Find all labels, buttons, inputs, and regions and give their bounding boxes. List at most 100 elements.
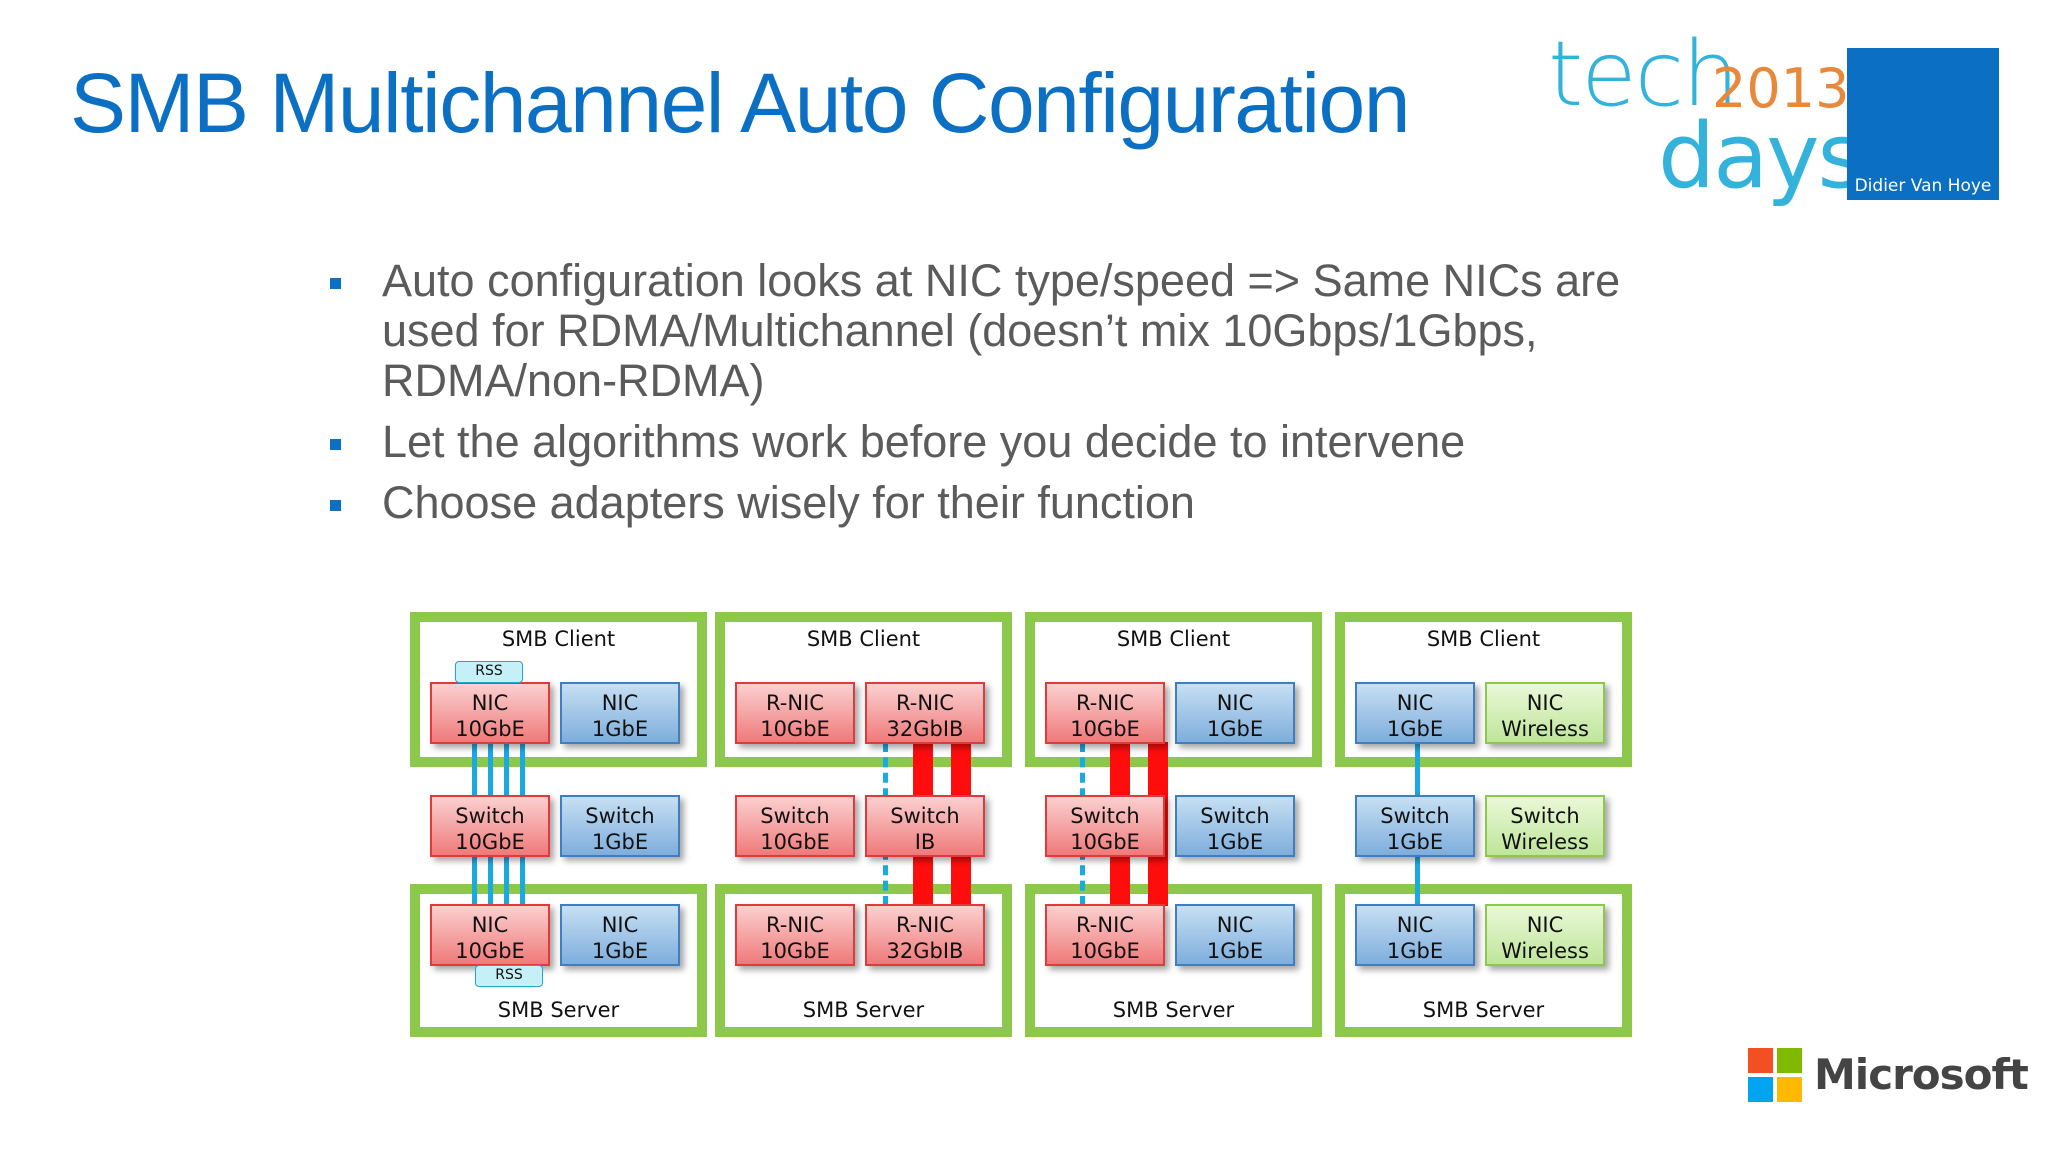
server-nic-left-line: R-NIC — [766, 913, 824, 937]
server-nic-right-line: NIC — [1216, 913, 1254, 937]
client-nic-left-line: R-NIC — [1076, 691, 1134, 715]
logo-tech-text: tech — [1548, 22, 1739, 127]
switch-right-line: Switch — [1510, 804, 1580, 828]
switch-right-line: IB — [914, 830, 936, 854]
server-nic-left-line: R-NIC — [1076, 913, 1134, 937]
client-nic-right-line: 32GbIB — [886, 717, 964, 741]
server-nic-left-line: 1GbE — [1386, 939, 1444, 963]
switch-left-line: 10GbE — [455, 830, 525, 854]
client-nic-right-line: 1GbE — [591, 717, 649, 741]
server-nic-right-line: 32GbIB — [886, 939, 964, 963]
server-nic-left-line: 10GbE — [1070, 939, 1140, 963]
bullet-text: Let the algorithms work before you decid… — [382, 416, 1466, 467]
server-nic-left-line: 10GbE — [455, 939, 525, 963]
client-label: SMB Client — [806, 627, 921, 651]
client-nic-right-line: NIC — [601, 691, 639, 715]
client-nic-right-line: NIC — [1526, 691, 1564, 715]
server-nic-right-line: 1GbE — [591, 939, 649, 963]
server-label: SMB Server — [497, 998, 620, 1022]
switch-left-line: Switch — [1380, 804, 1450, 828]
switch-left-line: 10GbE — [1070, 830, 1140, 854]
bullet-text: Auto configuration looks at NIC type/spe… — [382, 255, 1621, 406]
server-nic-left-line: 10GbE — [760, 939, 830, 963]
client-label: SMB Client — [1426, 627, 1541, 651]
client-nic-left-line: NIC — [471, 691, 509, 715]
switch-left-line: Switch — [1070, 804, 1140, 828]
slide-title: SMB Multichannel Auto Configuration — [70, 56, 1410, 150]
switch-right-line: 1GbE — [1206, 830, 1264, 854]
client-nic-right-line: 1GbE — [1206, 717, 1264, 741]
logo-author: Didier Van Hoye — [1854, 176, 1992, 196]
client-nic-left-line: 1GbE — [1386, 717, 1444, 741]
client-nic-left-line: R-NIC — [766, 691, 824, 715]
switch-left-line: 1GbE — [1386, 830, 1444, 854]
bullet-list: Auto configuration looks at NIC type/spe… — [322, 256, 1722, 539]
bullet-square-icon — [330, 278, 341, 289]
client-nic-left-line: NIC — [1396, 691, 1434, 715]
client-nic-left-line: 10GbE — [455, 717, 525, 741]
logo-author-box: Didier Van Hoye — [1847, 48, 1999, 200]
server-nic-right-line: R-NIC — [896, 913, 954, 937]
client-nic-left-line: 10GbE — [760, 717, 830, 741]
server-nic-right-line: NIC — [601, 913, 639, 937]
client-label: SMB Client — [501, 627, 616, 651]
switch-right-line: Switch — [890, 804, 960, 828]
rss-badge: RSS — [475, 965, 543, 987]
server-nic-right-line: 1GbE — [1206, 939, 1264, 963]
switch-left-line: 10GbE — [760, 830, 830, 854]
bullet-square-icon — [330, 439, 341, 450]
client-label: SMB Client — [1116, 627, 1231, 651]
switch-right-line: Switch — [585, 804, 655, 828]
server-nic-left-line: NIC — [1396, 913, 1434, 937]
bullet-item: Let the algorithms work before you decid… — [322, 417, 1722, 467]
switch-right-line: Switch — [1200, 804, 1270, 828]
microsoft-brand: Microsoft — [1814, 1050, 2029, 1099]
client-nic-left-line: 10GbE — [1070, 717, 1140, 741]
server-label: SMB Server — [1422, 998, 1545, 1022]
bullet-item: Auto configuration looks at NIC type/spe… — [322, 256, 1722, 406]
server-nic-right-line: NIC — [1526, 913, 1564, 937]
switch-right-line: Wireless — [1501, 830, 1589, 854]
bullet-text: Choose adapters wisely for their functio… — [382, 477, 1195, 528]
server-nic-left-line: NIC — [471, 913, 509, 937]
rss-badge: RSS — [455, 661, 523, 683]
client-nic-right-line: R-NIC — [896, 691, 954, 715]
logo-days-text: days — [1658, 104, 1864, 209]
logo-year-text: 2013 — [1712, 57, 1850, 120]
bullet-item: Choose adapters wisely for their functio… — [322, 478, 1722, 528]
server-nic-right-line: Wireless — [1501, 939, 1589, 963]
bullet-square-icon — [330, 500, 341, 511]
microsoft-logo-icon — [1748, 1048, 1802, 1102]
client-nic-right-line: NIC — [1216, 691, 1254, 715]
switch-left-line: Switch — [760, 804, 830, 828]
switch-right-line: 1GbE — [591, 830, 649, 854]
client-nic-right-line: Wireless — [1501, 717, 1589, 741]
switch-left-line: Switch — [455, 804, 525, 828]
server-label: SMB Server — [1112, 998, 1235, 1022]
server-label: SMB Server — [802, 998, 925, 1022]
